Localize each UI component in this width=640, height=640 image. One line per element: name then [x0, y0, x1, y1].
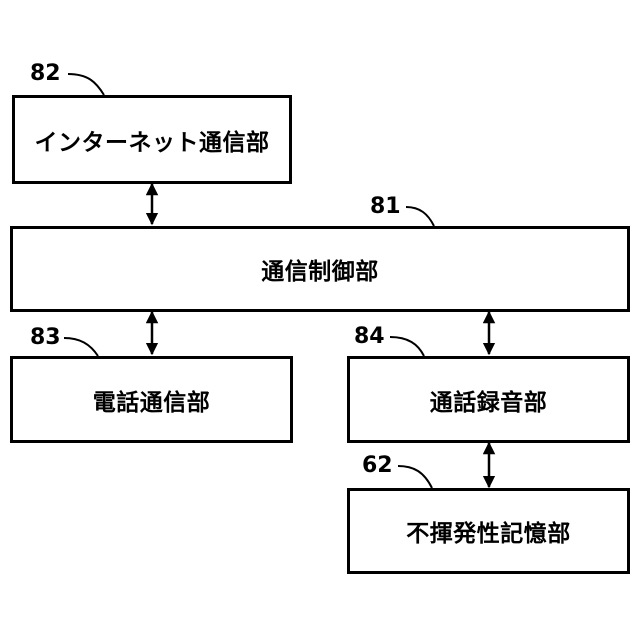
leader-84 — [390, 337, 424, 356]
internet-communication-block: インターネット通信部 — [12, 95, 292, 184]
leader-81 — [406, 207, 434, 226]
ref-83: 83 — [30, 327, 61, 349]
phone-communication-label: 電話通信部 — [93, 383, 211, 417]
internet-communication-label: インターネット通信部 — [35, 123, 270, 157]
ref-81: 81 — [370, 196, 401, 218]
communication-control-label: 通信制御部 — [261, 252, 379, 286]
phone-communication-block: 電話通信部 — [10, 356, 293, 443]
nonvolatile-storage-label: 不揮発性記憶部 — [406, 514, 571, 548]
ref-62: 62 — [362, 455, 393, 477]
ref-84: 84 — [354, 326, 385, 348]
call-recording-block: 通話録音部 — [347, 356, 630, 443]
leader-62 — [398, 466, 432, 488]
leader-82 — [68, 74, 104, 95]
call-recording-label: 通話録音部 — [430, 383, 548, 417]
leader-83 — [64, 338, 98, 356]
nonvolatile-storage-block: 不揮発性記憶部 — [347, 488, 630, 574]
communication-control-block: 通信制御部 — [10, 226, 630, 312]
ref-82: 82 — [30, 63, 61, 85]
